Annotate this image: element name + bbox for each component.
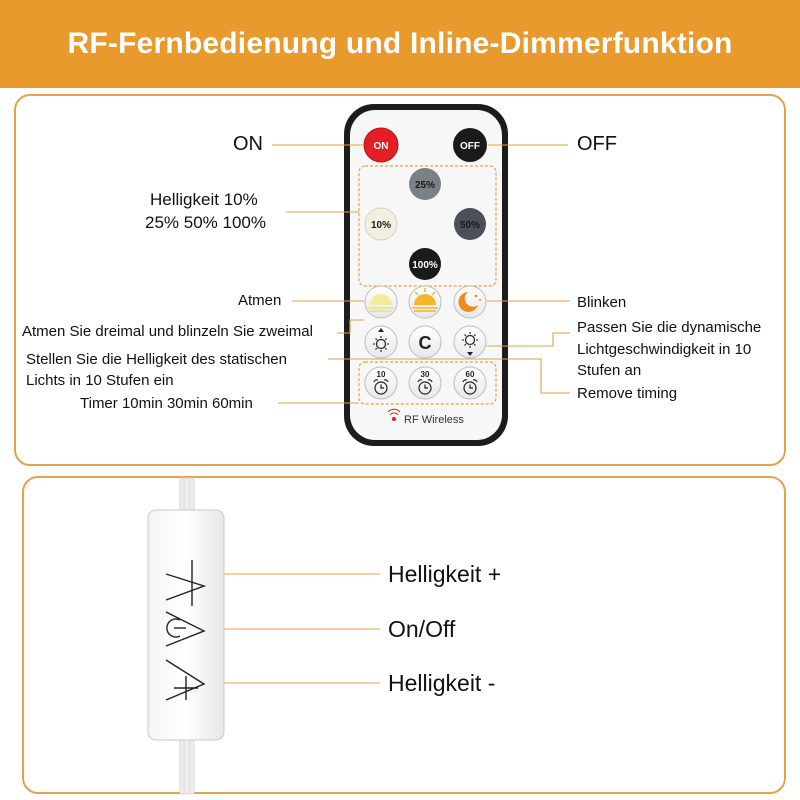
- page-title: RF-Fernbedienung und Inline-Dimmerfunkti…: [0, 0, 800, 88]
- brightness-25-label: 25%: [415, 180, 435, 191]
- alarm-clock-icon: [373, 379, 389, 395]
- off-label: OFF: [577, 133, 617, 155]
- static-brightness-label-line2: Lichts in 10 Stufen ein: [26, 372, 174, 389]
- brightness-25-button[interactable]: 25%: [409, 168, 441, 200]
- clear-button[interactable]: C: [408, 325, 442, 359]
- dynamic-speed-label-line2: Lichtgeschwindigkeit in 10: [577, 341, 752, 358]
- timer-30-label: 30: [421, 370, 430, 379]
- off-button[interactable]: OFF: [453, 128, 487, 162]
- on-button[interactable]: ON: [363, 127, 399, 163]
- timer-label: Timer 10min 30min 60min: [80, 395, 253, 412]
- connector-lines: [208, 144, 570, 684]
- brand-label: RF Wireless: [404, 414, 464, 426]
- alarm-clock-icon: [462, 379, 478, 395]
- timer-60-label: 60: [466, 370, 475, 379]
- power-icon[interactable]: [165, 611, 206, 647]
- breathe-blink-label: Atmen Sie dreimal und blinzeln Sie zweim…: [22, 323, 313, 340]
- speed-down-icon: [462, 332, 478, 356]
- rf-wireless-brand: RF Wireless: [387, 408, 464, 426]
- blink-label: Blinken: [577, 294, 627, 311]
- dimmer-brightness-down-label: Helligkeit -: [388, 670, 496, 696]
- brightness-50-label: 50%: [460, 220, 480, 231]
- dimmer-brightness-up-label: Helligkeit +: [388, 561, 502, 587]
- brightness-up-symbol-icon[interactable]: [165, 560, 207, 606]
- dynamic-speed-button[interactable]: [453, 325, 487, 359]
- dynamic-speed-label-line1: Passen Sie die dynamische: [577, 319, 762, 336]
- breathe-label: Atmen: [238, 292, 282, 309]
- timer-30-button[interactable]: 30: [408, 366, 442, 400]
- inline-dimmer: [147, 477, 225, 795]
- brightness-50-button[interactable]: 50%: [454, 208, 486, 240]
- blink-button[interactable]: [453, 285, 487, 319]
- timer-10-button[interactable]: 10: [364, 366, 398, 400]
- brightness-down-symbol-icon[interactable]: [165, 659, 206, 701]
- dimmer-panel: [22, 476, 786, 794]
- static-brightness-label-line1: Stellen Sie die Helligkeit des statische…: [26, 351, 287, 368]
- dynamic-speed-label-line3: Stufen an: [577, 362, 642, 379]
- brightness-10-button[interactable]: 10%: [364, 207, 398, 241]
- sun-mode-button[interactable]: [408, 285, 442, 319]
- timer-60-button[interactable]: 60: [453, 366, 487, 400]
- moon-icon: [458, 292, 481, 312]
- wireless-icon: [387, 408, 401, 421]
- brightness-label-line2: 25% 50% 100%: [145, 213, 266, 232]
- sunrise-icon: [368, 294, 394, 312]
- brightness-up-icon: [373, 328, 389, 352]
- alarm-clock-icon: [417, 379, 433, 395]
- brightness-label-line1: Helligkeit 10%: [150, 190, 258, 209]
- on-button-label: ON: [374, 141, 389, 152]
- dimmer-on-off-label: On/Off: [388, 616, 456, 642]
- sun-icon: [412, 288, 438, 312]
- breathe-button[interactable]: [364, 285, 398, 319]
- on-label: ON: [233, 133, 263, 155]
- remove-timing-label: Remove timing: [577, 385, 678, 402]
- timer-10-label: 10: [377, 370, 386, 379]
- brightness-100-button[interactable]: 100%: [409, 248, 441, 280]
- brightness-100-label: 100%: [412, 260, 438, 271]
- static-brightness-button[interactable]: [364, 325, 398, 359]
- brightness-10-label: 10%: [371, 220, 391, 231]
- off-button-label: OFF: [460, 141, 480, 152]
- clear-button-label: C: [419, 333, 432, 353]
